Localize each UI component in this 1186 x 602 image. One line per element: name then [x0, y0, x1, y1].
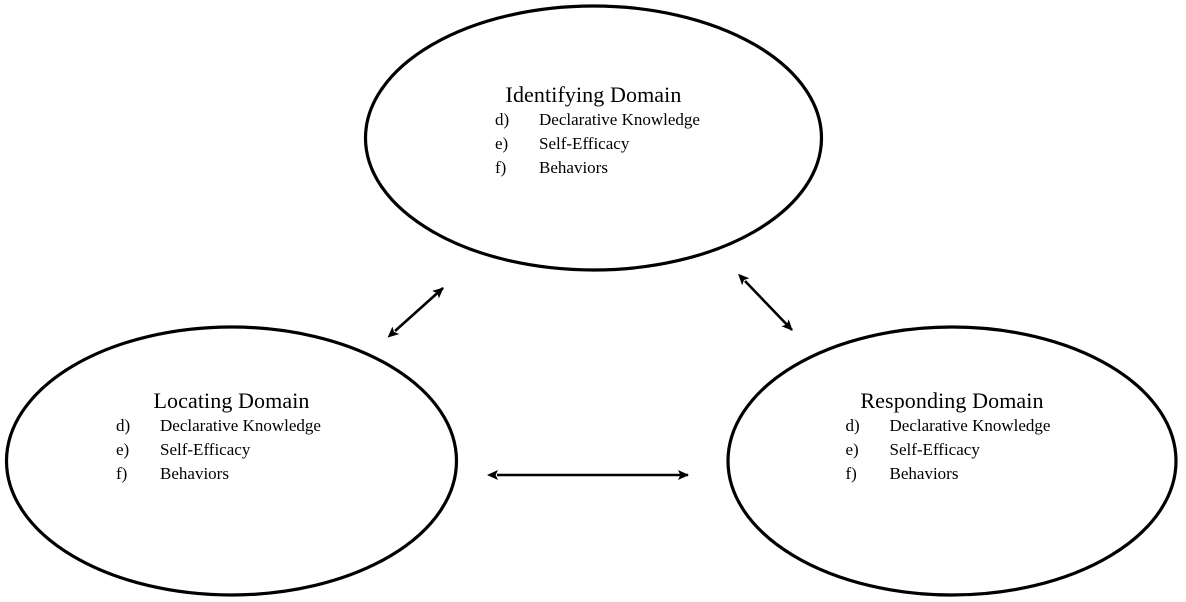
node-title-responding: Responding Domain	[860, 388, 1044, 413]
list-label: Behaviors	[160, 464, 229, 483]
list-item: e) Self-Efficacy	[846, 438, 1051, 462]
ellipse-identifying-domain	[363, 4, 824, 272]
node-list-responding: d) Declarative Knowledge e) Self-Efficac…	[846, 414, 1051, 486]
list-marker: e)	[116, 440, 130, 459]
list-marker: f)	[495, 158, 507, 177]
ellipse-locating-domain	[4, 325, 459, 597]
list-item: d) Declarative Knowledge	[846, 414, 1051, 438]
list-label: Declarative Knowledge	[539, 110, 700, 129]
list-marker: d)	[495, 110, 510, 129]
list-item: f) Behaviors	[846, 462, 1051, 486]
list-marker: e)	[845, 440, 859, 459]
list-label: Self-Efficacy	[889, 440, 980, 459]
node-title-locating: Locating Domain	[153, 388, 310, 413]
list-item: e) Self-Efficacy	[116, 438, 321, 462]
node-responding-domain: Responding Domain d) Declarative Knowled…	[726, 325, 1178, 597]
list-label: Self-Efficacy	[539, 134, 630, 153]
list-label: Declarative Knowledge	[160, 416, 321, 435]
connector-locating-identifying	[387, 287, 444, 338]
connector-identifying-responding	[738, 273, 793, 331]
node-list-identifying: d) Declarative Knowledge e) Self-Efficac…	[495, 108, 700, 180]
ellipse-responding-domain	[726, 325, 1178, 597]
list-marker: f)	[116, 464, 128, 483]
list-item: d) Declarative Knowledge	[116, 414, 321, 438]
list-label: Behaviors	[539, 158, 608, 177]
list-label: Behaviors	[889, 464, 959, 483]
list-item: f) Behaviors	[116, 462, 321, 486]
list-marker: d)	[845, 416, 860, 435]
list-marker: d)	[116, 416, 131, 435]
node-list-locating: d) Declarative Knowledge e) Self-Efficac…	[116, 414, 321, 486]
list-item: d) Declarative Knowledge	[495, 108, 700, 132]
list-label: Self-Efficacy	[160, 440, 251, 459]
list-item: e) Self-Efficacy	[495, 132, 700, 156]
node-title-identifying: Identifying Domain	[505, 82, 682, 107]
list-item: f) Behaviors	[495, 156, 700, 180]
list-label: Declarative Knowledge	[889, 416, 1051, 435]
list-marker: e)	[495, 134, 509, 153]
node-locating-domain: Locating Domain d) Declarative Knowledge…	[5, 325, 458, 597]
list-marker: f)	[845, 464, 857, 483]
node-identifying-domain: Identifying Domain d) Declarative Knowle…	[364, 4, 823, 272]
